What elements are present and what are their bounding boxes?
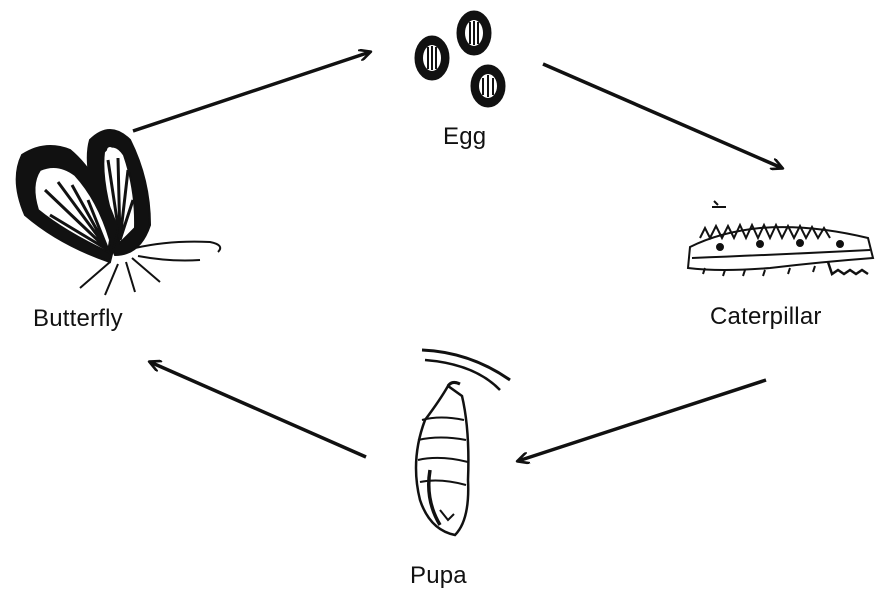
arrow-caterpillar-to-pupa	[518, 380, 766, 461]
egg-illustration	[415, 11, 505, 107]
stage-label-egg: Egg	[443, 123, 486, 151]
arrow-butterfly-to-egg	[133, 52, 370, 131]
arrow-egg-to-caterpillar	[543, 64, 782, 168]
caterpillar-illustration	[688, 201, 873, 276]
stage-label-caterpillar: Caterpillar	[710, 303, 822, 331]
pupa-illustration	[416, 350, 510, 535]
arrow-pupa-to-butterfly	[150, 362, 366, 457]
stage-label-butterfly: Butterfly	[33, 305, 123, 333]
stage-label-pupa: Pupa	[410, 562, 467, 590]
butterfly-illustration	[17, 130, 221, 295]
